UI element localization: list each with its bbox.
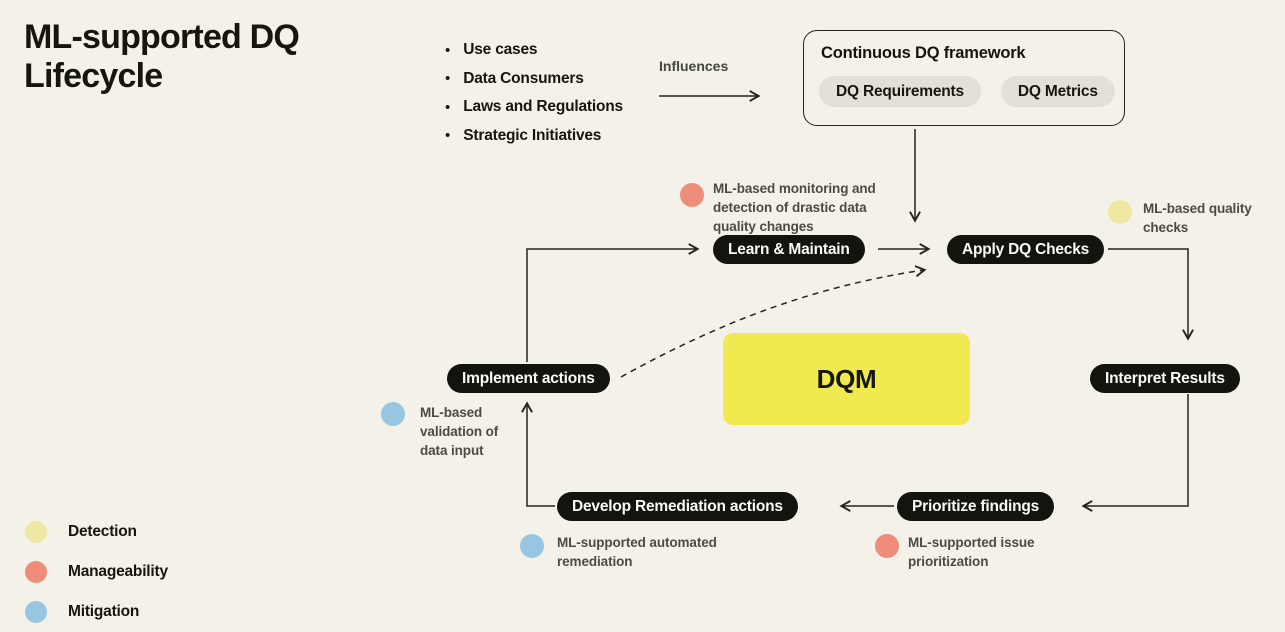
detection-dot-icon [25, 521, 47, 543]
legend-item-mitigation: Mitigation [25, 600, 168, 624]
continuous-dq-framework-box: Continuous DQ framework DQ Requirements … [803, 30, 1125, 126]
list-item: • Use cases [445, 41, 538, 59]
bullet-icon: • [445, 70, 451, 88]
node-prioritize-findings: Prioritize findings [897, 492, 1055, 521]
framework-pills: DQ Requirements DQ Metrics [819, 76, 1115, 107]
influences-label: Influences [659, 58, 729, 74]
annotation-issue-prioritization: ML-supported issue prioritization [908, 535, 1035, 570]
list-item: • Strategic Initiatives [445, 126, 602, 145]
node-develop-remediation-actions: Develop Remediation actions [557, 492, 798, 521]
drivers-list: • Use cases • Data Consumers • Laws and … [445, 36, 623, 150]
arrow-interpret-to-prioritize [1081, 394, 1189, 512]
mitigation-dot-icon [520, 534, 544, 558]
node-learn-maintain: Learn & Maintain [713, 235, 865, 264]
dq-requirements-pill: DQ Requirements [819, 76, 981, 107]
bullet-icon: • [445, 127, 451, 145]
bullet-icon: • [445, 41, 451, 59]
node-apply-dq-checks: Apply DQ Checks [947, 235, 1105, 264]
manageability-dot-icon [875, 534, 899, 558]
node-implement-actions: Implement actions [447, 364, 610, 393]
legend-item-manageability: Manageability [25, 560, 168, 584]
manageability-dot-icon [25, 561, 47, 583]
annotation-auto-remediation: ML-supported automated remediation [557, 535, 717, 570]
annotation-quality-checks: ML-based quality checks [1143, 201, 1252, 236]
node-interpret-results: Interpret Results [1090, 364, 1240, 393]
legend: Detection Manageability Mitigation [25, 520, 168, 624]
bullet-icon: • [445, 98, 451, 116]
dqm-box: DQM [723, 333, 970, 425]
dq-metrics-pill: DQ Metrics [1000, 76, 1115, 107]
list-item: • Data Consumers [445, 69, 584, 88]
manageability-dot-icon [680, 183, 704, 207]
mitigation-dot-icon [25, 601, 47, 623]
mitigation-dot-icon [381, 402, 405, 426]
arrow-develop-to-implement [521, 401, 555, 507]
list-item: • Laws and Regulations [445, 98, 623, 116]
annotation-validation: ML-based validation of data input [420, 405, 499, 459]
annotation-monitoring: ML-based monitoring and detection of dra… [713, 181, 876, 235]
framework-title: Continuous DQ framework [821, 44, 1026, 62]
arrow-apply-to-interpret [1108, 248, 1194, 341]
legend-item-detection: Detection [25, 520, 168, 544]
page-title: ML-supported DQ Lifecycle [24, 18, 300, 96]
arrow-implement-to-learn [526, 243, 700, 362]
detection-dot-icon [1108, 200, 1132, 224]
